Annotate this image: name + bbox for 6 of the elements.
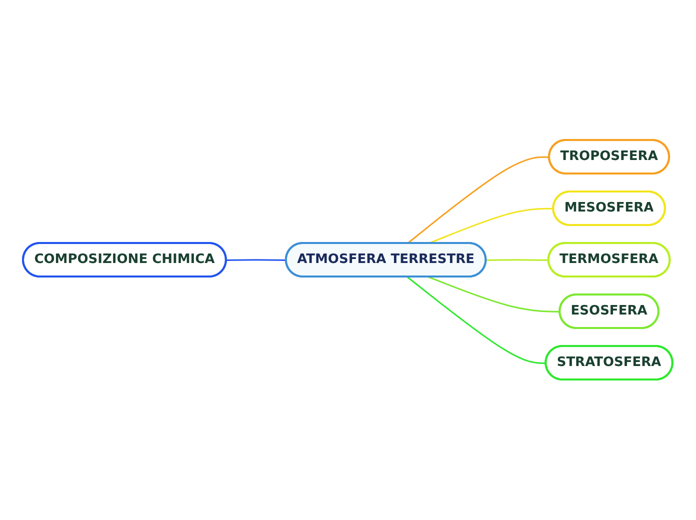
- connector: [407, 156, 550, 244]
- connector: [428, 276, 560, 313]
- connector: [428, 208, 554, 244]
- connector: [226, 259, 287, 262]
- connector: [486, 259, 550, 262]
- connector: [407, 276, 546, 364]
